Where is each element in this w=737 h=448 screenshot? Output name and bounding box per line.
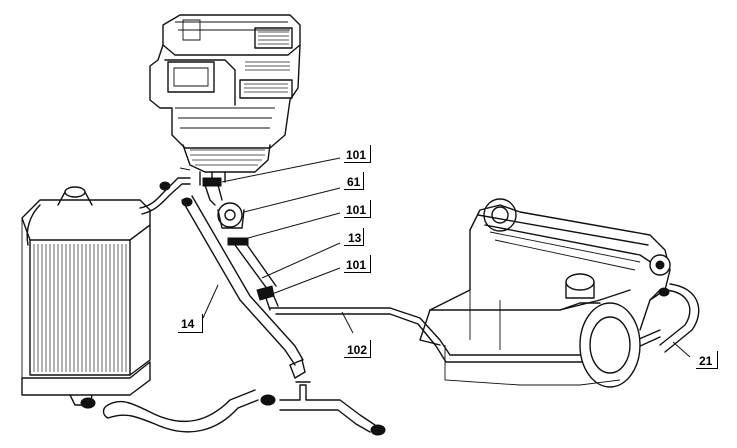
callout-101-top: 101 — [346, 148, 367, 162]
lower-hoses — [102, 381, 386, 436]
callout-21: 21 — [699, 354, 713, 368]
callout-101-mid-bracket — [344, 200, 371, 218]
callout-61: 61 — [347, 175, 361, 189]
radiator — [21, 177, 191, 409]
callout-13: 13 — [348, 231, 362, 245]
engine-block — [419, 198, 700, 388]
callout-14: 14 — [181, 317, 195, 331]
callout-101-top-bracket — [344, 145, 371, 163]
callout-leaders — [202, 157, 691, 358]
callout-102-bracket — [344, 340, 371, 358]
callout-101-low-bracket — [344, 255, 371, 273]
callout-101-low: 101 — [346, 258, 367, 272]
heater-valve — [204, 184, 279, 311]
callout-13-bracket — [344, 228, 364, 246]
callout-102: 102 — [347, 343, 368, 357]
callout-61-bracket — [344, 172, 364, 190]
callout-21-bracket — [696, 351, 718, 369]
hose-14 — [181, 195, 306, 379]
heater-unit — [149, 14, 301, 187]
callout-101-mid: 101 — [346, 203, 367, 217]
callout-14-bracket — [178, 314, 203, 333]
